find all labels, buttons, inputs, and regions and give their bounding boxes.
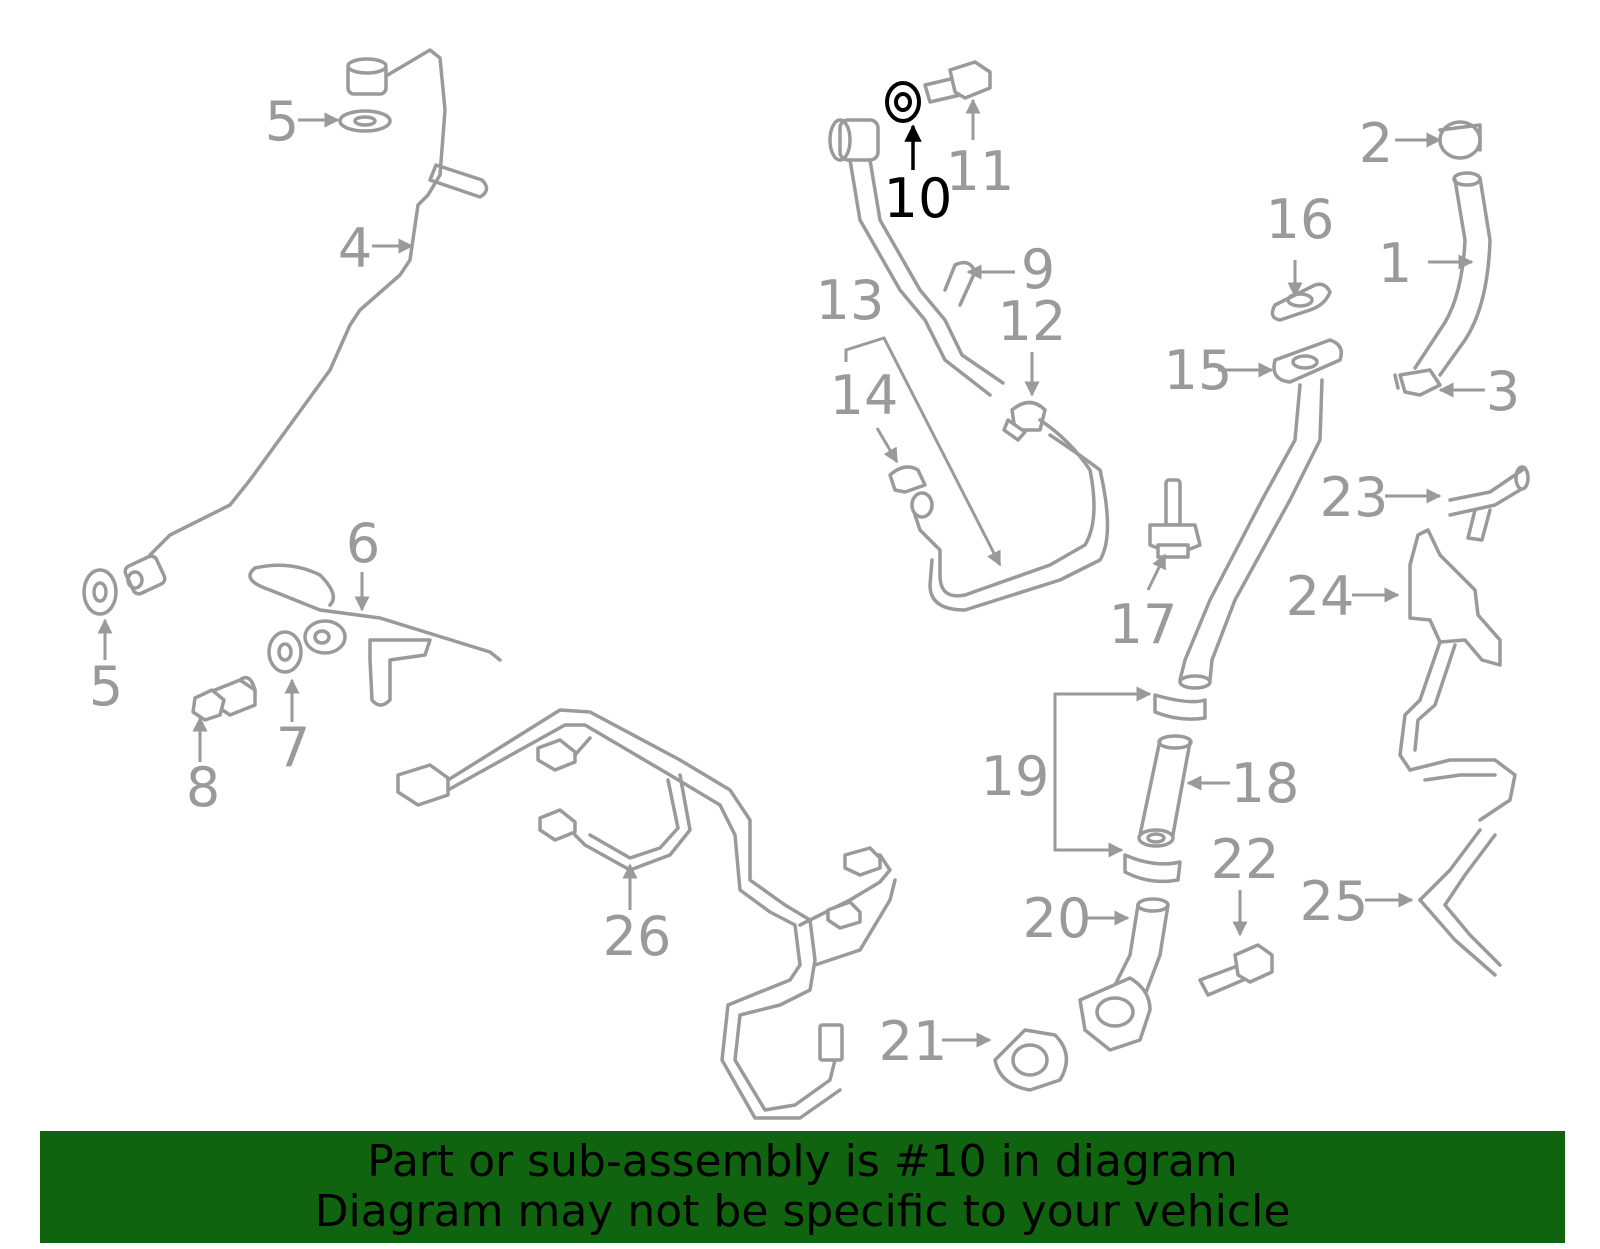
callout-16: 16 — [1266, 188, 1335, 251]
callout-25: 25 — [1300, 870, 1369, 933]
part-11-bolt — [923, 60, 992, 104]
part-19-clamp-upper — [1153, 693, 1207, 721]
info-banner: Part or sub-assembly is #10 in diagram D… — [40, 1131, 1565, 1243]
callout-18: 18 — [1231, 752, 1300, 815]
part-24-bracket — [1398, 528, 1517, 822]
part-21-gasket — [993, 1028, 1069, 1092]
callout-3: 3 — [1486, 360, 1520, 423]
callout-6: 6 — [346, 512, 380, 575]
part-1-hose — [1413, 171, 1492, 377]
callout-22: 22 — [1211, 828, 1280, 891]
part-2-clamp — [1438, 120, 1482, 160]
callout-8: 8 — [186, 756, 220, 819]
part-3-clamp — [1393, 368, 1442, 397]
part-26-harness — [396, 708, 897, 1120]
callout-19: 19 — [981, 745, 1050, 808]
callout-26: 26 — [603, 905, 672, 968]
leader-lines — [97, 98, 1485, 1048]
callout-12: 12 — [998, 290, 1067, 353]
part-4-pipe — [82, 48, 489, 616]
callout-2: 2 — [1359, 112, 1393, 175]
part-23-hose — [1448, 465, 1530, 542]
part-17-stud — [1148, 478, 1202, 559]
callout-20: 20 — [1023, 887, 1092, 950]
callout-13: 13 — [816, 269, 885, 332]
callout-10: 10 — [884, 167, 953, 230]
part-12-clamp — [1002, 400, 1047, 442]
part-22-bolt — [1198, 943, 1274, 997]
callout-24: 24 — [1286, 565, 1355, 628]
part-10-washer — [885, 81, 921, 123]
callout-4: 4 — [338, 217, 372, 280]
callout-9: 9 — [1021, 238, 1055, 301]
part-9-hose-assembly — [828, 118, 1005, 397]
banner-line-2: Diagram may not be specific to your vehi… — [314, 1186, 1291, 1237]
part-16-gasket — [1270, 282, 1332, 322]
callout-15: 15 — [1164, 339, 1233, 402]
part-13-hose — [910, 418, 1110, 612]
part-20-pipe — [1078, 897, 1170, 1052]
part-14-clamp — [888, 465, 927, 494]
callout-5a: 5 — [265, 90, 299, 153]
part-15-pipe — [1178, 338, 1343, 690]
callout-23: 23 — [1320, 466, 1389, 529]
callout-labels: 1 2 3 4 5 5 6 7 8 9 10 11 12 13 14 15 16… — [89, 90, 1520, 1073]
part-19-clamp-lower — [1123, 853, 1182, 884]
part-8-bolt — [191, 675, 257, 722]
callout-5b: 5 — [89, 655, 123, 718]
part-25-hose — [1418, 828, 1502, 977]
part-6-pipe — [248, 563, 502, 707]
callout-14: 14 — [830, 364, 899, 427]
banner-line-1: Part or sub-assembly is #10 in diagram — [367, 1136, 1238, 1187]
part-18-hose — [1137, 734, 1193, 848]
callout-1: 1 — [1378, 232, 1412, 295]
callout-21: 21 — [879, 1010, 948, 1073]
callout-17: 17 — [1109, 593, 1178, 656]
callout-11: 11 — [946, 140, 1015, 203]
callout-7: 7 — [276, 716, 310, 779]
